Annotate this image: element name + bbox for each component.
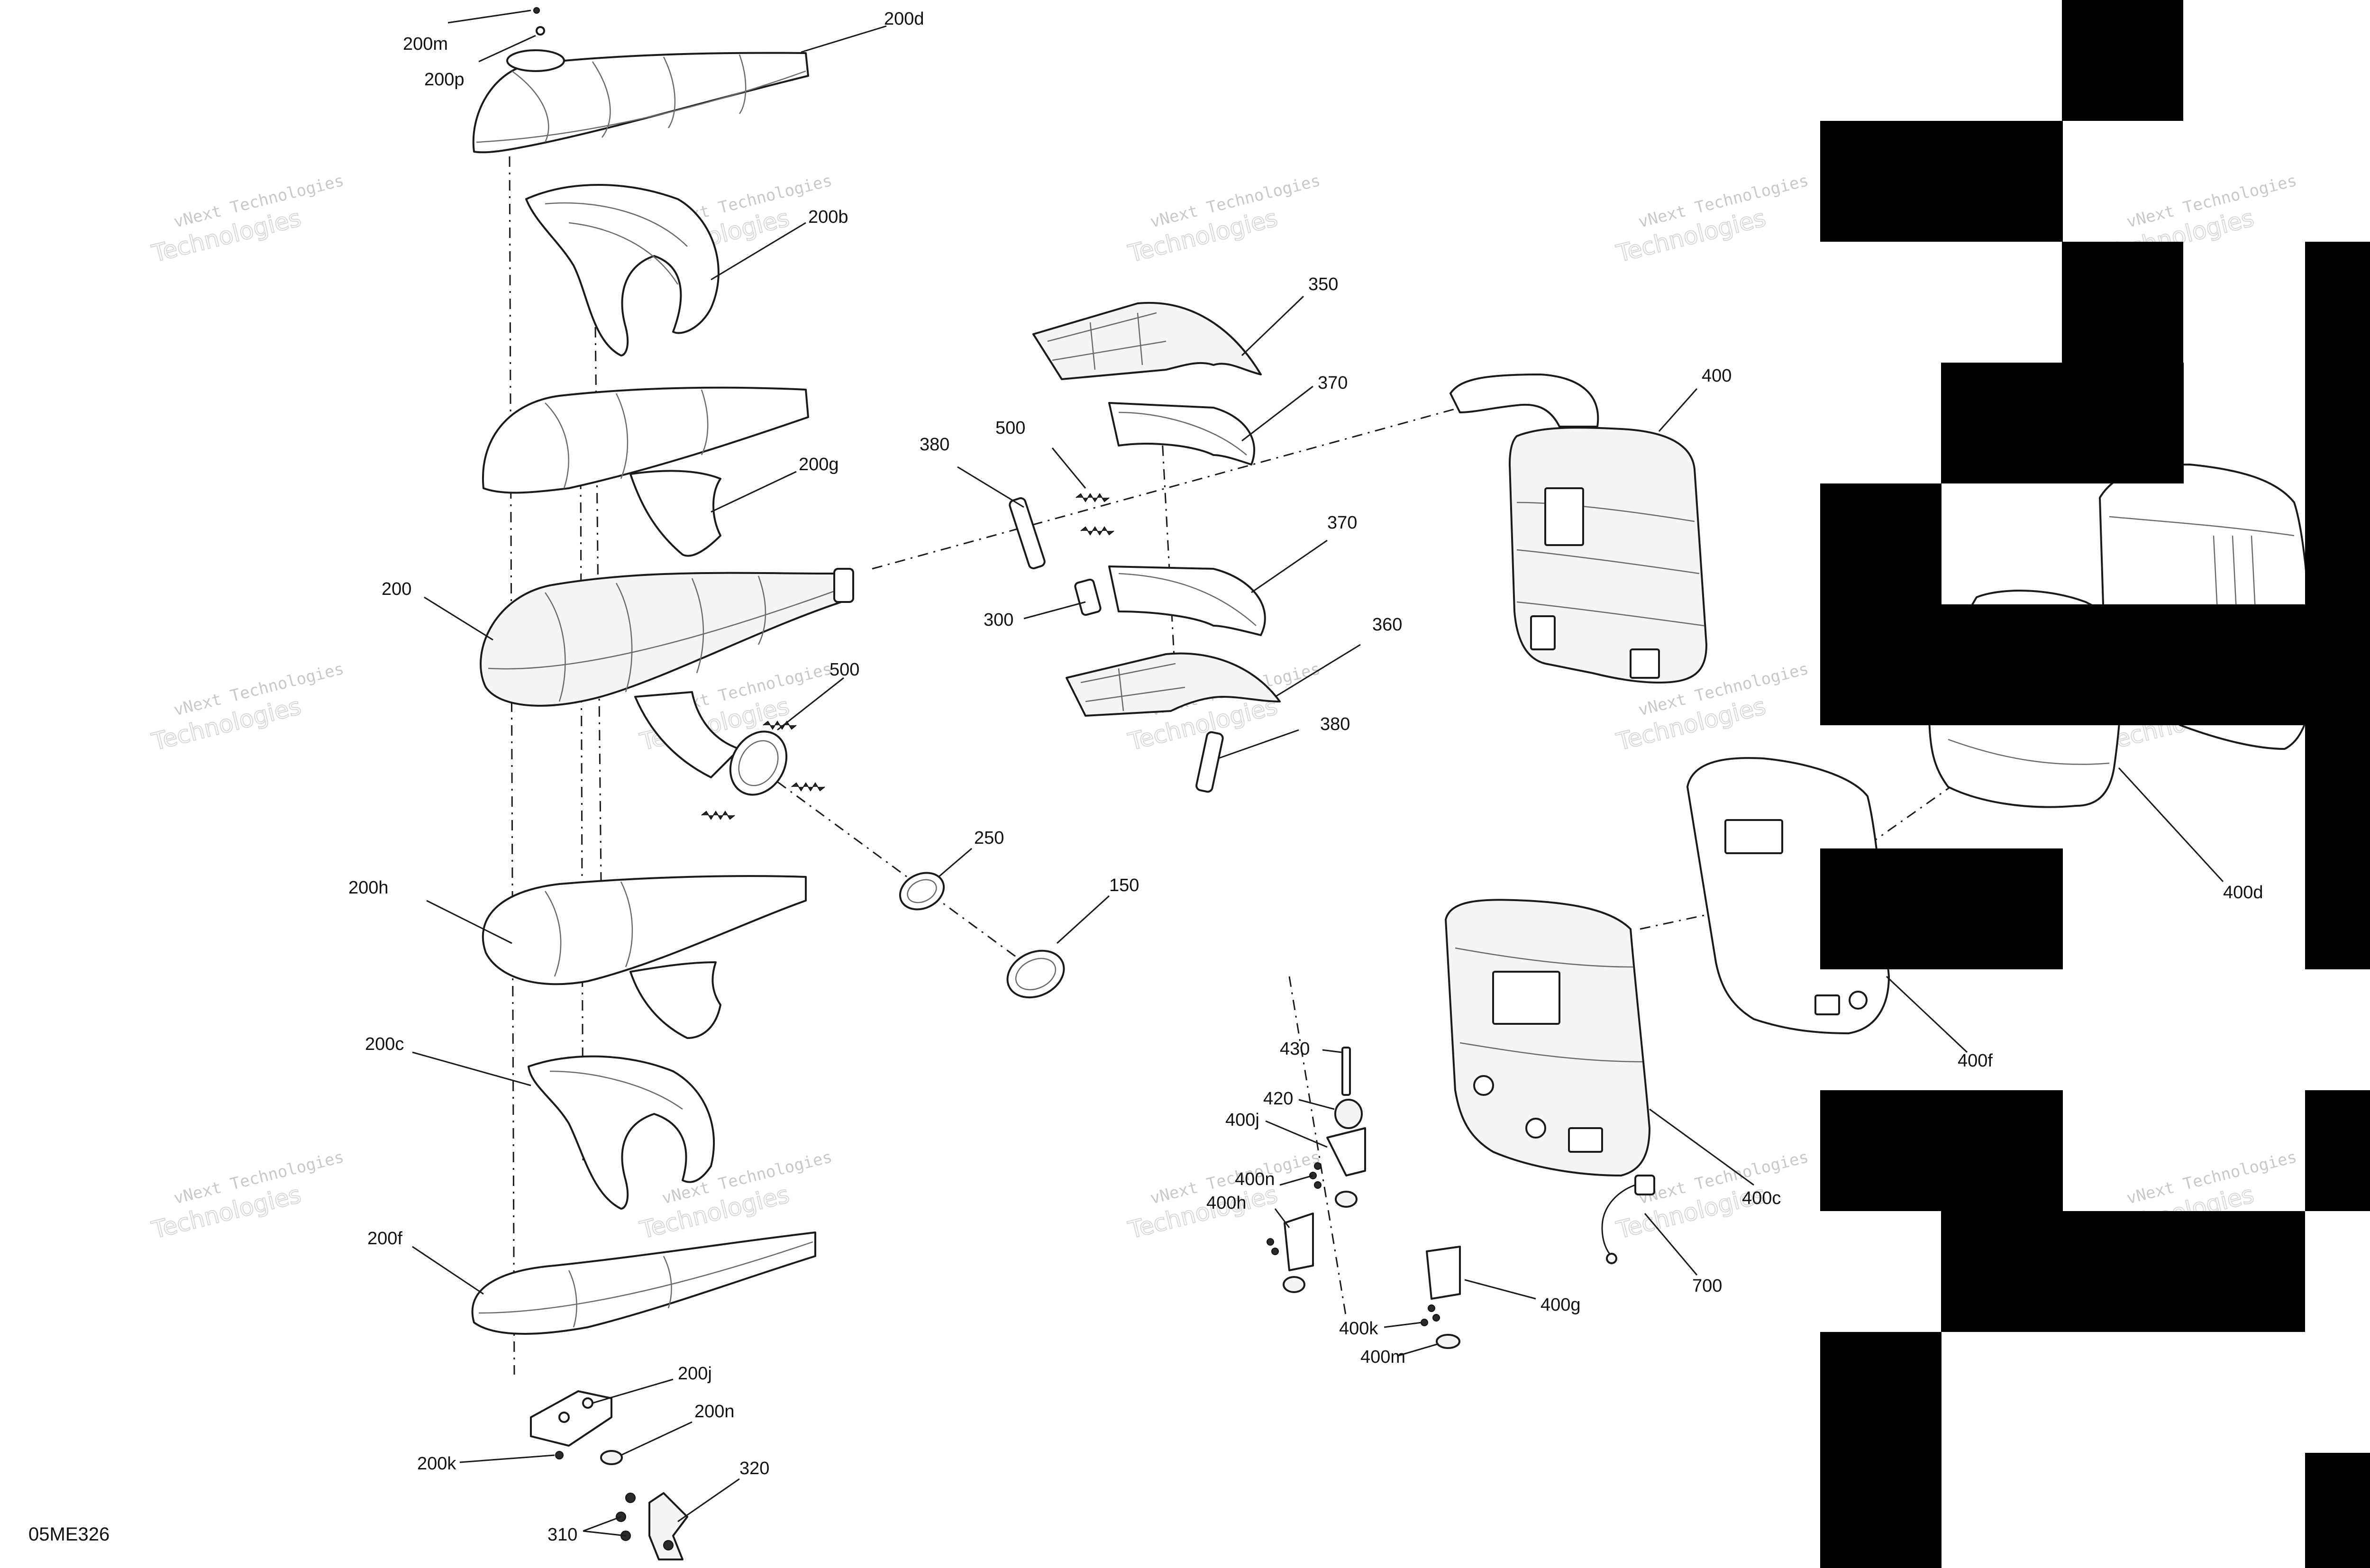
mask-block — [1820, 848, 2063, 969]
part-400h-bracket — [1267, 1212, 1314, 1293]
part-400n-screws — [1309, 1162, 1322, 1189]
callout-200k: 200k — [417, 1454, 456, 1474]
callout-150: 150 — [1109, 875, 1139, 895]
assembly-axes — [509, 156, 1991, 1375]
part-380-gasket-lower — [1195, 731, 1224, 793]
callout-400g: 400g — [1540, 1295, 1581, 1315]
callout-200n: 200n — [694, 1402, 735, 1422]
part-200n-grommet — [600, 1450, 623, 1465]
part-350-heat-shield — [1032, 301, 1262, 380]
part-500-springs-center — [1076, 493, 1114, 536]
part-250-gasket — [899, 872, 945, 911]
part-400g-bracket — [1426, 1246, 1461, 1322]
callout-400h: 400h — [1206, 1193, 1247, 1213]
callout-200j: 200j — [678, 1364, 712, 1384]
mask-block — [2305, 1453, 2370, 1568]
part-400k-screw — [1421, 1319, 1428, 1326]
mask-block — [2062, 242, 2183, 363]
callout-430: 430 — [1280, 1039, 1310, 1059]
mask-block — [1820, 604, 2308, 725]
callout-400k: 400k — [1339, 1319, 1378, 1339]
part-150-ring — [1006, 949, 1065, 999]
mask-block — [2305, 1090, 2370, 1211]
part-200j-bracket — [530, 1390, 612, 1447]
callout-400m: 400m — [1360, 1347, 1405, 1367]
callout-200m: 200m — [403, 34, 448, 54]
part-400m-damper — [1436, 1334, 1460, 1349]
callout-420: 420 — [1263, 1089, 1293, 1109]
part-200k-screw — [555, 1451, 564, 1459]
mask-block — [1820, 121, 2063, 242]
part-200h-lower-shield — [482, 875, 807, 1039]
callout-400: 400 — [1702, 366, 1732, 386]
callout-700: 700 — [1692, 1276, 1722, 1296]
watermark: vNext Technologies Technologies — [637, 1148, 834, 1245]
mask-block — [2305, 848, 2370, 969]
part-430-bolt — [1341, 1047, 1351, 1096]
callout-200d: 200d — [884, 9, 924, 29]
callout-500-left: 500 — [830, 660, 859, 680]
callout-400c: 400c — [1742, 1188, 1781, 1208]
callout-500-center: 500 — [995, 418, 1025, 438]
callout-310: 310 — [547, 1525, 577, 1545]
callout-200p: 200p — [424, 70, 465, 90]
callout-200g: 200g — [799, 455, 839, 474]
watermark: vNext Technologies Technologies — [1125, 171, 1322, 268]
callout-350: 350 — [1308, 274, 1338, 294]
callout-200c: 200c — [365, 1034, 404, 1054]
part-370-shield-lower — [1108, 565, 1266, 636]
callout-200b: 200b — [808, 207, 848, 227]
callout-labels: 200m 200p 200d 200b 200g 200 500 200h 20… — [348, 9, 2263, 1545]
part-200m-screw — [533, 7, 545, 36]
part-300-gasket — [1074, 578, 1102, 616]
mask-block — [2062, 0, 2183, 121]
callout-370-lower: 370 — [1327, 513, 1357, 533]
callout-400f: 400f — [1958, 1051, 1993, 1071]
part-200c-lower-inner-shield — [528, 1055, 715, 1210]
part-500-springs-left — [701, 720, 825, 820]
part-200b-inner-shield — [525, 184, 720, 356]
part-400j-bracket — [1326, 1127, 1366, 1208]
part-400-muffler — [1449, 374, 1707, 684]
callout-200h: 200h — [348, 878, 389, 898]
mask-block — [2184, 1211, 2305, 1332]
mask-block — [1941, 1211, 2062, 1332]
mask-block — [1941, 363, 2184, 483]
callout-400d: 400d — [2223, 883, 2263, 903]
part-420-damper — [1334, 1099, 1363, 1129]
part-200g-mid-shield — [482, 386, 809, 557]
watermark: vNext Technologies Technologies — [1613, 171, 1811, 268]
part-380-gasket-upper — [1009, 497, 1046, 569]
watermark: vNext Technologies Technologies — [148, 1148, 346, 1245]
callout-400n: 400n — [1235, 1169, 1275, 1189]
mask-block — [2305, 242, 2370, 848]
callout-250: 250 — [974, 828, 1004, 848]
callout-380-upper: 380 — [920, 435, 949, 455]
callout-370-upper: 370 — [1318, 373, 1348, 393]
part-370-shield-upper — [1108, 402, 1256, 465]
mask-block — [1820, 1332, 1942, 1568]
callout-360: 360 — [1372, 615, 1402, 635]
watermark: vNext Technologies Technologies — [148, 171, 346, 268]
part-400c-shield — [1445, 899, 1650, 1176]
part-320-bracket — [648, 1492, 688, 1560]
callout-200f: 200f — [367, 1229, 402, 1249]
watermark: vNext Technologies Technologies — [148, 659, 346, 757]
callout-300: 300 — [984, 610, 1013, 630]
callout-320: 320 — [739, 1459, 769, 1478]
part-310-screws — [616, 1493, 636, 1541]
part-200d-upper-shield — [472, 49, 809, 154]
callout-200: 200 — [382, 579, 411, 599]
part-700-sensor — [1601, 1175, 1655, 1264]
part-360-heat-shield — [1066, 652, 1281, 717]
callout-400j: 400j — [1225, 1110, 1259, 1130]
mask-blocks — [1820, 0, 2370, 1568]
figure-id-label: 05ME326 — [28, 1524, 109, 1545]
part-200-tuned-pipe — [480, 568, 854, 796]
leader-lines — [412, 9, 2224, 1537]
part-200f-bottom-shield — [471, 1231, 816, 1335]
mask-block — [1820, 1090, 2063, 1211]
callout-380-lower: 380 — [1320, 714, 1350, 734]
